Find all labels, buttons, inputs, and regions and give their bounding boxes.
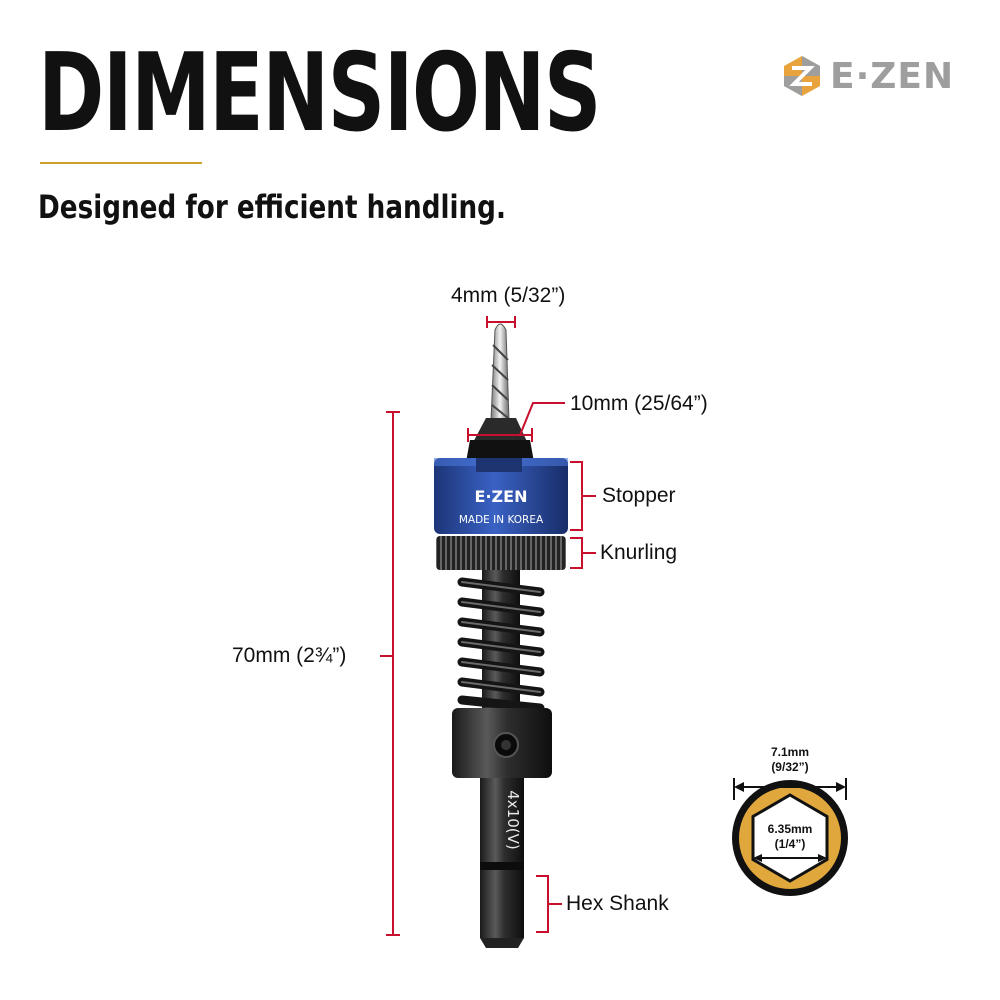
stopper-label: Stopper <box>602 484 676 507</box>
hex-inner-line1: 6.35mm <box>767 822 813 836</box>
total-length-label: 70mm (2¾”) <box>232 644 347 667</box>
hex-shank <box>480 778 524 948</box>
collar-brand-text: E·ZEN <box>475 487 528 506</box>
hex-outer-dimension-label: 7.1mm (9/32”) <box>750 745 830 775</box>
hex-outer-line2: (9/32”) <box>771 760 809 774</box>
shank-marking-text: 4x10(V) <box>504 790 522 849</box>
brand-logo-icon <box>784 56 820 96</box>
collar-made-in-text: MADE IN KOREA <box>459 514 544 526</box>
brand-logo-text: E·ZEN <box>830 55 955 97</box>
total-length-bracket <box>380 411 400 936</box>
stopper-bracket <box>570 461 596 531</box>
title-underline <box>40 162 202 164</box>
drill-bit <box>490 323 510 421</box>
page-title: DIMENSIONS <box>38 31 601 156</box>
lower-collar <box>452 708 552 778</box>
knurling-label: Knurling <box>600 541 678 564</box>
knurled-ring <box>436 536 566 570</box>
dimension-lines <box>380 316 596 936</box>
tip-dimension-line <box>486 316 516 328</box>
countersink-base <box>466 440 534 462</box>
page-subtitle: Designed for efficient handling. <box>38 188 506 226</box>
stopper-collar <box>434 458 568 534</box>
hex-inner-line2: (1/4”) <box>774 837 806 851</box>
knurling-bracket <box>570 537 596 569</box>
spring <box>457 570 545 713</box>
hex-shank-bracket <box>536 875 562 933</box>
brand-logo: E·ZEN <box>780 52 954 100</box>
countersink-dimension-line <box>467 428 533 442</box>
countersink-leader-line <box>519 402 565 436</box>
tip-diameter-label: 4mm (5/32”) <box>451 284 566 307</box>
hex-cross-section <box>732 778 848 896</box>
countersink-diameter-label: 10mm (25/64”) <box>570 392 708 415</box>
hex-shank-label: Hex Shank <box>566 892 669 915</box>
hex-inner-dimension-label: 6.35mm (1/4”) <box>750 822 830 852</box>
hex-outer-line1: 7.1mm <box>770 745 810 759</box>
